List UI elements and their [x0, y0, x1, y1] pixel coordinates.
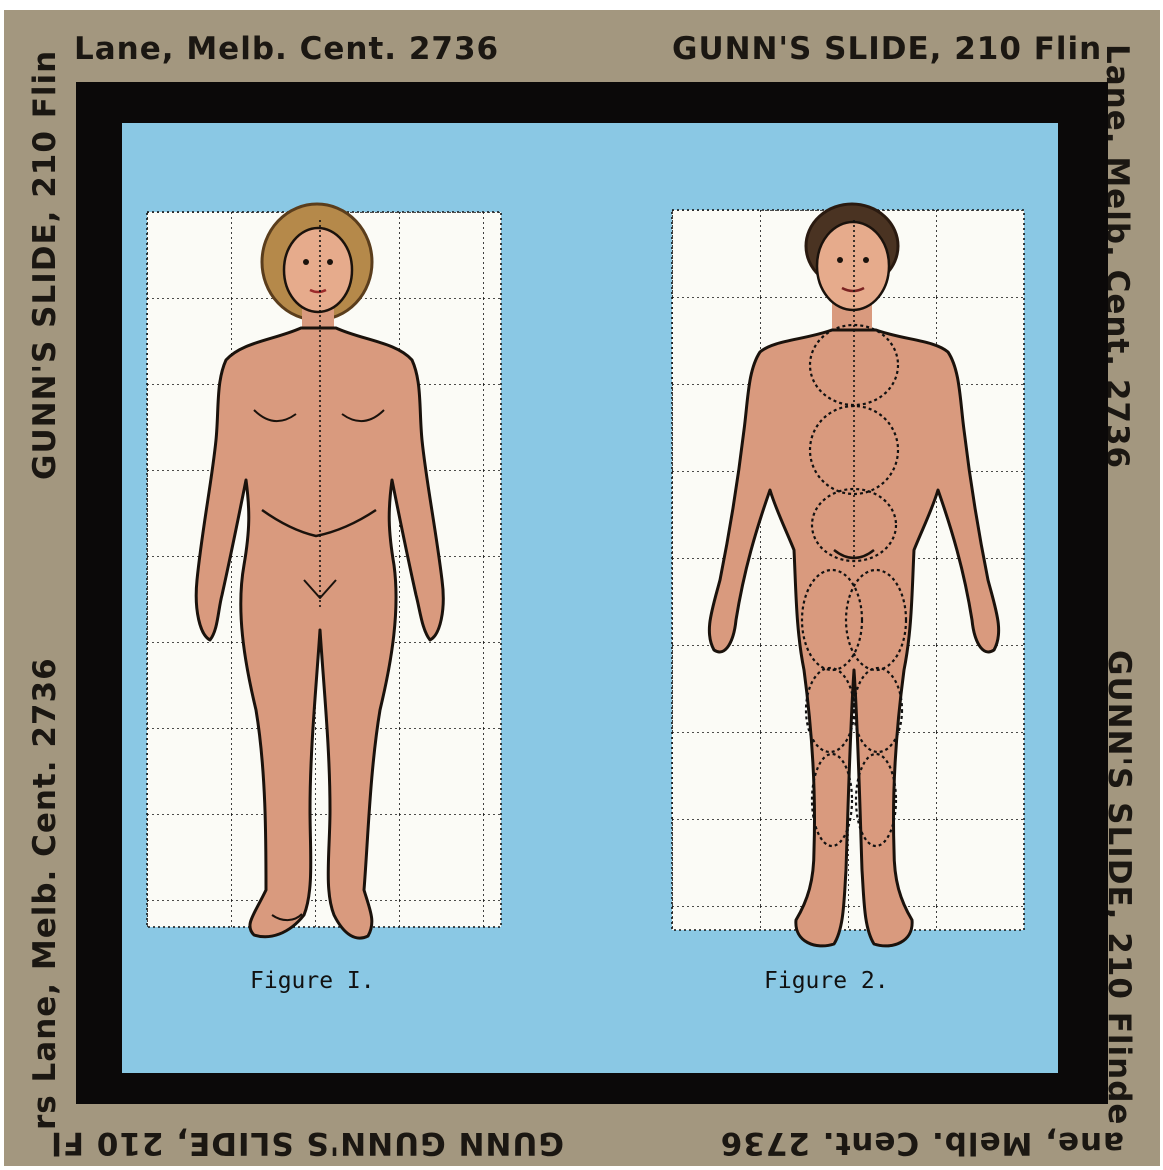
figure-1-caption: Figure I.	[250, 968, 375, 994]
figure-2-caption: Figure 2.	[764, 968, 889, 994]
lantern-slide: Lane, Melb. Cent. 2736 GUNN'S SLIDE, 210…	[4, 10, 1160, 1166]
figures-illustration	[4, 10, 1160, 1166]
